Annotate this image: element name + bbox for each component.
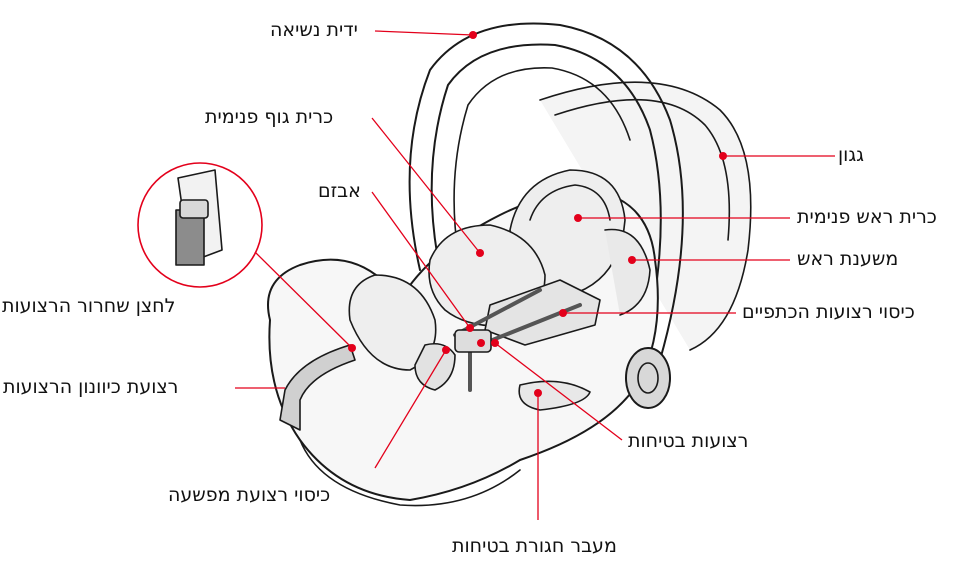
label-safety-belts: רצועות בטיחות [628,432,748,451]
label-inner-body-cushion: כרית גוף פנימית [205,108,333,127]
handle-pivot [626,348,670,408]
label-carry-handle: ידית נשיאה [270,21,358,40]
label-canopy: גגון [838,146,864,165]
label-crotch-strap-cover: כיסוי רצועת מפשעה [168,486,330,505]
label-harness-release-button: לחצן שחרור הרצועות [2,297,175,316]
label-buckle: אבזם [318,182,361,201]
label-inner-head-cushion: כרית ראש פנימית [797,208,937,227]
label-shoulder-belt-cover: כיסוי רצועות הכתפיים [742,303,915,322]
label-seatbelt-guide: מעבר חגורת בטיחות [452,537,617,556]
buckle-shape [455,330,491,352]
label-harness-adjust-strap: רצועת כיוונון הרצועות [3,378,178,397]
label-headrest: משענת ראש [797,250,898,269]
